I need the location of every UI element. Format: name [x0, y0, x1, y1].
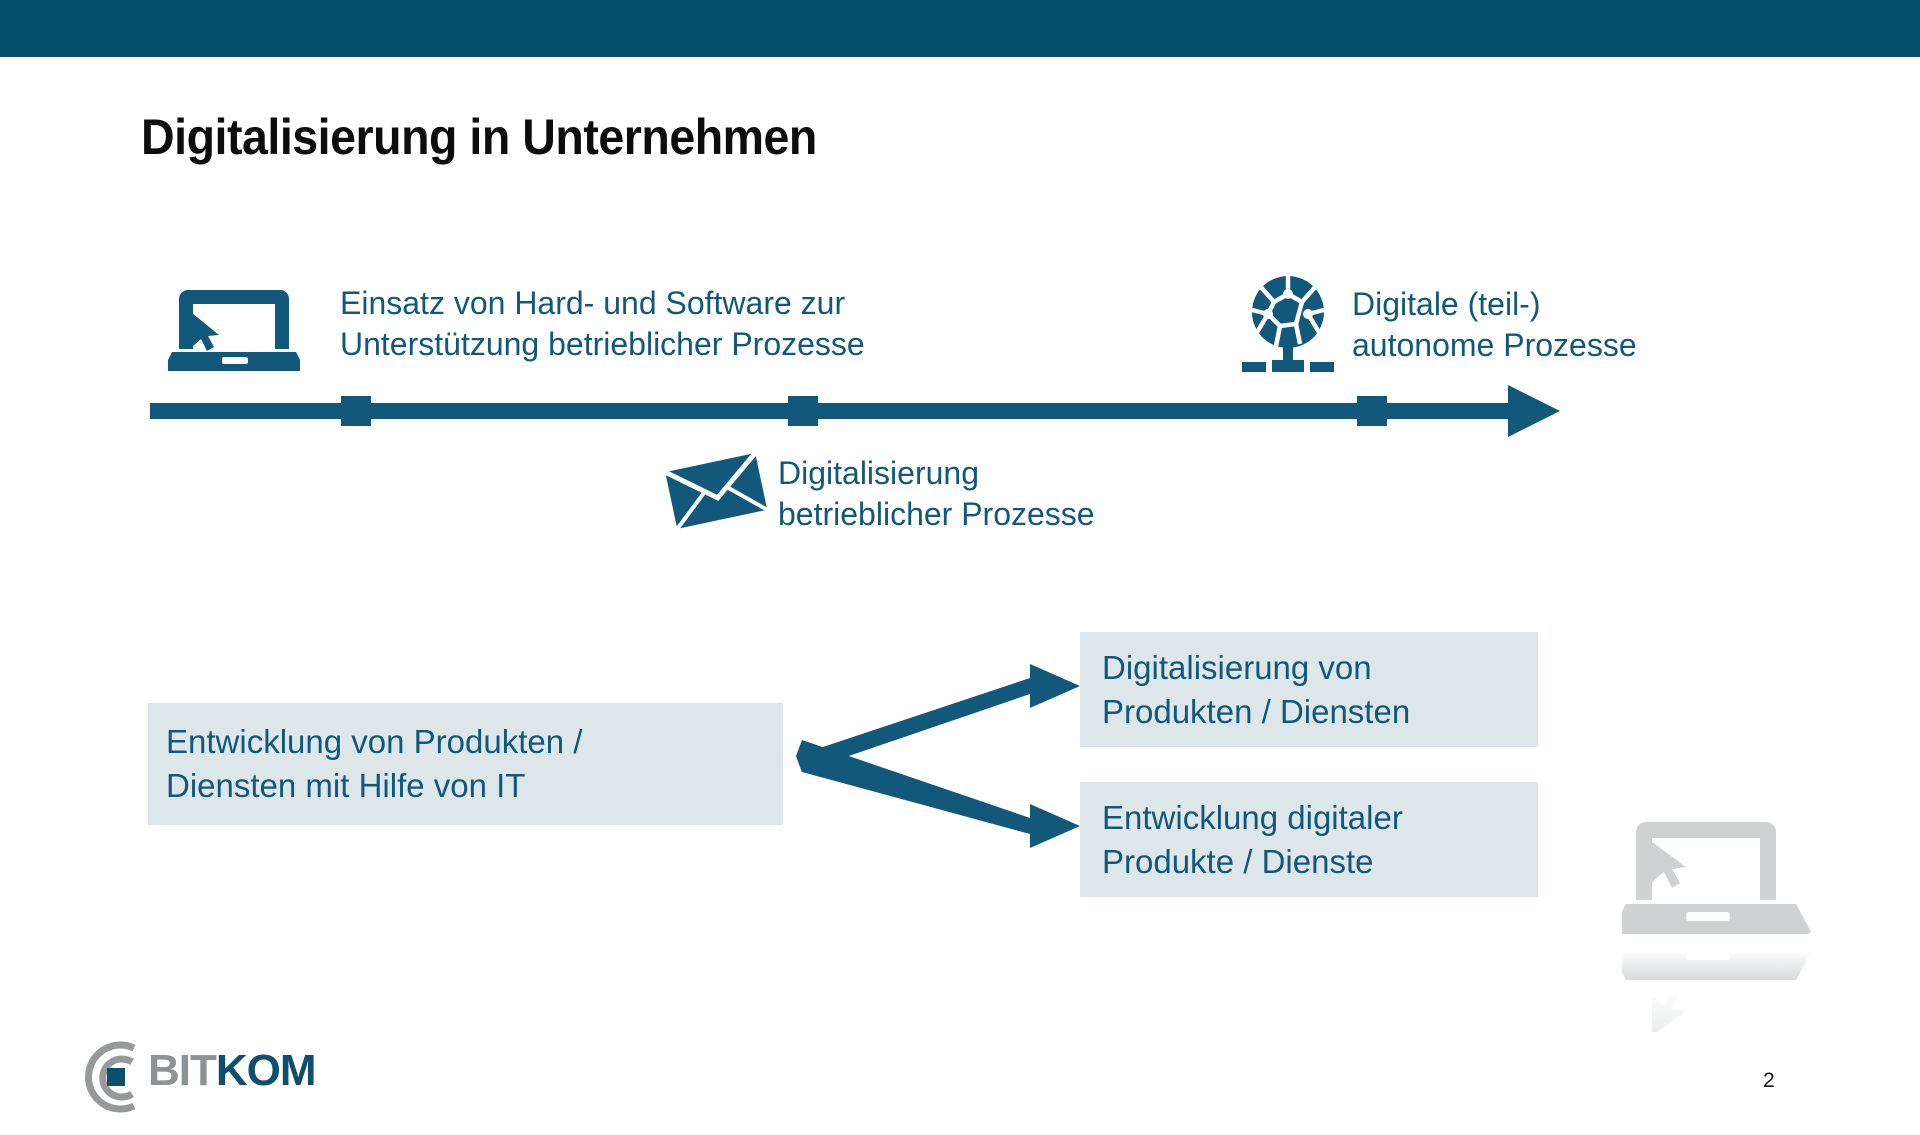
laptop-cursor-watermark-icon [1622, 822, 1811, 1032]
logo-text-bit: BIT [148, 1046, 217, 1095]
timeline-arrowhead [1508, 385, 1560, 437]
target-box-1: Digitalisierung von Produkten / Diensten [1080, 632, 1538, 747]
branching-arrow-connector [796, 664, 1080, 848]
page-number: 2 [1763, 1069, 1775, 1092]
top-bar [0, 0, 1920, 57]
target-box-2: Entwicklung digitaler Produkte / Dienste [1080, 782, 1538, 897]
page-title: Digitalisierung in Unternehmen [141, 109, 817, 165]
timeline-marker [1357, 396, 1387, 426]
timeline-label-2: Digitalisierung betrieblicher Prozesse [778, 455, 1095, 532]
laptop-cursor-icon [168, 290, 300, 371]
timeline-marker [341, 396, 371, 426]
timeline-axis [150, 403, 1540, 419]
source-box: Entwicklung von Produkten / Diensten mit… [148, 703, 783, 825]
timeline-label-3: Digitale (teil-) autonome Prozesse [1352, 286, 1637, 363]
network-globe-icon [1242, 276, 1334, 372]
timeline-marker [788, 396, 818, 426]
bitkom-wordmark: BITKOM [148, 1046, 317, 1096]
envelope-icon [664, 451, 768, 530]
bitkom-arc-icon [84, 1041, 136, 1113]
timeline-label-1: Einsatz von Hard- und Software zur Unter… [340, 285, 865, 362]
logo-text-kom: KOM [215, 1046, 317, 1095]
